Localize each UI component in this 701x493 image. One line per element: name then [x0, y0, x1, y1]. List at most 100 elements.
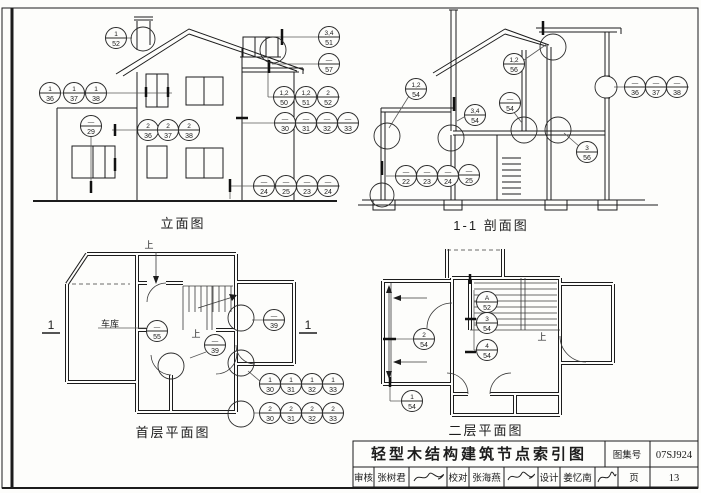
callout-sheet-number: 37 [70, 96, 78, 103]
callout-detail-number: 3,4 [324, 30, 333, 37]
detail-callout: 1,250 [273, 86, 295, 108]
detail-callout: 232 [301, 402, 323, 424]
up-arrowhead [153, 276, 159, 284]
callout-detail-number: 1,2 [279, 90, 288, 97]
callout-detail-number: 1 [94, 86, 98, 93]
detail-callout: 3,451 [318, 26, 340, 48]
detail-callout: 138 [85, 82, 107, 104]
callout-detail-number: — [271, 313, 278, 320]
callout-sheet-number: 31 [302, 126, 310, 133]
detail-callout: —24 [437, 165, 459, 187]
callout-detail-number: — [403, 169, 410, 176]
detail-callout: —25 [458, 164, 480, 186]
callout-detail-number: 1,2 [301, 90, 310, 97]
left-arrowhead [393, 359, 401, 365]
drawing-label: 上 [144, 240, 153, 250]
node-circle [373, 122, 401, 150]
detail-callout: — 37 [645, 76, 667, 98]
callout-sheet-number: 37 [652, 90, 660, 97]
section-drawing: 1-1 剖面图 [358, 9, 689, 233]
detail-callout: A52 [476, 291, 498, 313]
detail-callouts: 1523,451—57136137138—292362372381,2501,2… [39, 26, 688, 424]
node-circle [544, 116, 572, 144]
detail-callout: 1,254 [405, 78, 427, 100]
detail-callout: —55 [146, 320, 168, 342]
sheet-title: 轻型木结构建筑节点索引图 [371, 445, 587, 463]
callout-sheet-number: 32 [308, 416, 316, 423]
drawing-label: 车库 [101, 318, 119, 329]
callout-detail-number: 2 [146, 123, 150, 130]
detail-callout: —23 [416, 165, 438, 187]
detail-callout: 454 [476, 339, 498, 361]
callout-detail-number: 2 [166, 123, 170, 130]
callout-detail-number: 1 [48, 86, 52, 93]
first-floor-title: 首层平面图 [135, 425, 210, 440]
callout-sheet-number: 54 [412, 92, 420, 99]
callout-detail-number: 3 [585, 145, 589, 152]
elevation-drawing: 立面图 [33, 16, 359, 231]
detail-callout: 3,454 [464, 104, 486, 126]
node-circle [259, 36, 287, 64]
callout-sheet-number: 51 [325, 40, 333, 47]
detail-callout: 354 [476, 312, 498, 334]
callout-sheet-number: 23 [423, 179, 431, 186]
left-arrowhead [393, 295, 401, 301]
callout-detail-number: — [304, 179, 311, 186]
callout-detail-number: — [632, 80, 639, 87]
atlas-number-label: 图集号 [613, 449, 642, 461]
node-circle [437, 124, 465, 152]
node-circle [227, 349, 255, 377]
detail-callout: — 57 [318, 53, 340, 75]
callout-detail-number: — [653, 80, 660, 87]
callout-detail-number: — [283, 179, 290, 186]
detail-callout: —32 [316, 112, 338, 134]
callout-detail-number: — [325, 179, 332, 186]
page-border [1, 7, 699, 489]
callout-sheet-number: 54 [408, 404, 416, 411]
section-title: 1-1 剖面图 [453, 218, 528, 233]
titleblock: 轻型木结构建筑节点索引图 图集号 07SJ924 审核 张树君 校对 张海燕 设… [352, 440, 699, 488]
callout-sheet-number: 54 [420, 342, 428, 349]
callout-sheet-number: 39 [211, 348, 219, 355]
detail-callout: —29 [80, 115, 102, 137]
detail-callout: 231 [280, 402, 302, 424]
detail-callout: 236 [137, 119, 159, 141]
callout-detail-number: 2 [187, 123, 191, 130]
node-circle [227, 304, 255, 332]
reviewer-label: 审核 [354, 472, 374, 484]
callout-sheet-number: 52 [483, 305, 491, 312]
callout-sheet-number: 30 [281, 126, 289, 133]
detail-callout: 133 [322, 373, 344, 395]
down-arrowhead [386, 371, 392, 379]
callout-sheet-number: 22 [402, 179, 410, 186]
node-circle [227, 400, 255, 428]
detail-callout: 252 [317, 86, 339, 108]
detail-callout: 136 [39, 82, 61, 104]
callout-detail-number: 1 [331, 377, 335, 384]
callout-detail-number: 3 [485, 316, 489, 323]
callout-sheet-number: 56 [510, 67, 518, 74]
callout-detail-number: — [674, 80, 681, 87]
detail-callout: 131 [280, 373, 302, 395]
detail-callout: 132 [301, 373, 323, 395]
detail-callout: —36 [624, 76, 646, 98]
callout-sheet-number: 33 [344, 126, 352, 133]
callout-detail-number: — [324, 116, 331, 123]
stair-arrowhead [229, 294, 237, 301]
callout-sheet-number: 24 [324, 189, 332, 196]
callout-sheet-number: 57 [325, 67, 333, 74]
node-circle [369, 182, 395, 208]
callout-sheet-number: 38 [92, 96, 100, 103]
up-arrowhead [386, 285, 392, 293]
callout-sheet-number: 54 [483, 326, 491, 333]
callout-sheet-number: 50 [280, 100, 288, 107]
callout-sheet-number: 30 [266, 387, 274, 394]
checker-label: 校对 [448, 472, 468, 484]
callout-detail-number: 2 [310, 406, 314, 413]
node-circle [157, 352, 185, 380]
callout-detail-number: 1 [268, 377, 272, 384]
detail-callout: —24 [253, 175, 275, 197]
callout-detail-number: — [326, 57, 333, 64]
